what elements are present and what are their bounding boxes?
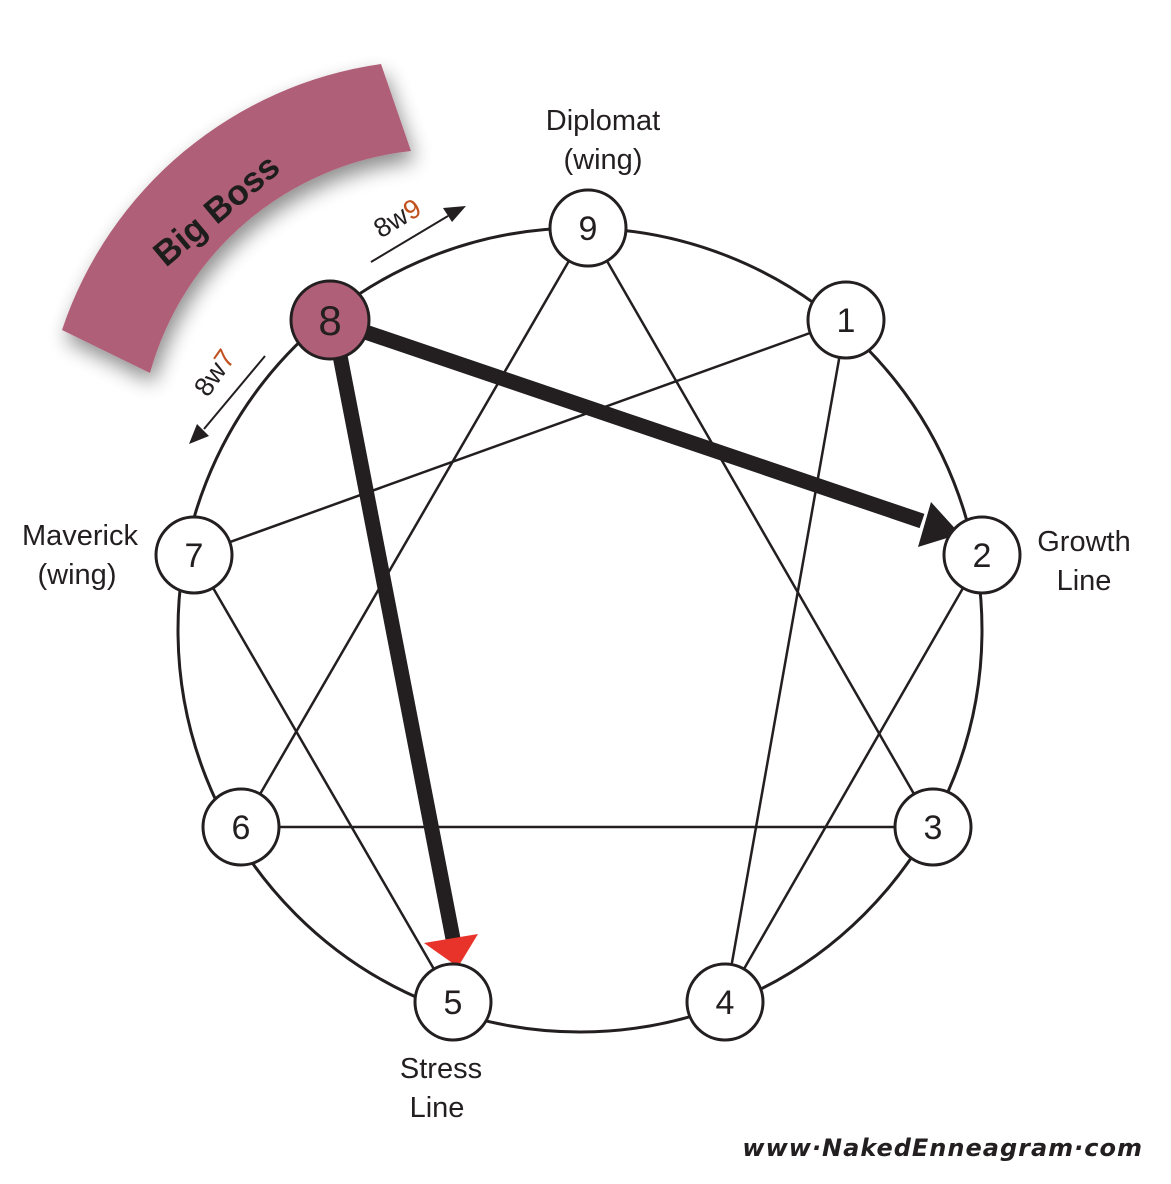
node-8: 8: [289, 279, 371, 361]
wing-arrow-9-head: [443, 206, 466, 222]
line-9-6: [239, 227, 590, 828]
diplomat-label-line1: Diplomat: [546, 105, 660, 137]
maverick-label-line1: Maverick: [22, 520, 139, 552]
wing-label-8w9: 8w9: [368, 193, 426, 244]
stress-label-line1: Stress: [400, 1053, 482, 1085]
node-2-circle: [942, 515, 1022, 595]
node-5-label: 5: [444, 984, 463, 1022]
growth-label-line2: Line: [1057, 565, 1112, 597]
node-8-label: 8: [318, 297, 341, 344]
big-boss-band-shape: [62, 64, 411, 373]
node-3: 3: [893, 787, 973, 867]
node-5-circle: [413, 962, 493, 1042]
wing-arrow-9: 8w9: [368, 193, 466, 263]
inner-lines: [192, 227, 984, 1003]
node-6-circle: [201, 787, 281, 867]
node-4: 4: [685, 962, 765, 1042]
node-4-circle: [685, 962, 765, 1042]
line-2-4: [723, 554, 984, 1003]
node-9-label: 9: [579, 210, 598, 248]
node-3-circle: [893, 787, 973, 867]
stress-arrow: [328, 333, 478, 967]
node-9: 9: [548, 188, 628, 268]
node-1-circle: [806, 280, 886, 360]
node-6: 6: [201, 787, 281, 867]
line-7-5: [192, 554, 455, 1003]
node-1-label: 1: [837, 302, 856, 340]
node-6-label: 6: [232, 809, 251, 847]
node-9-circle: [548, 188, 628, 268]
node-8-circle: [289, 279, 371, 361]
wing-arrow-7-shaft: [203, 355, 266, 430]
line-1-4: [723, 319, 848, 1003]
line-9-3: [586, 227, 935, 828]
line-1-7: [193, 318, 847, 557]
stress-arrow-shaft: [328, 333, 462, 946]
growth-label-line1: Growth: [1037, 526, 1130, 558]
node-2: 2: [942, 515, 1022, 595]
node-1: 1: [806, 280, 886, 360]
node-5: 5: [413, 962, 493, 1042]
node-7-label: 7: [185, 537, 204, 575]
node-7-circle: [154, 515, 234, 595]
node-2-label: 2: [973, 537, 992, 575]
wing-arrow-7-head: [189, 424, 209, 444]
node-4-label: 4: [716, 984, 735, 1022]
maverick-label-line2: (wing): [38, 559, 117, 591]
wing-arrow-9-shaft: [370, 215, 449, 263]
website-footer: www·NakedEnneagram·com: [742, 1134, 1143, 1162]
diplomat-label-line2: (wing): [564, 144, 643, 176]
node-7: 7: [154, 515, 234, 595]
node-3-label: 3: [924, 809, 943, 847]
stress-arrowhead: [424, 934, 478, 967]
stress-label-line2: Line: [410, 1092, 465, 1124]
growth-arrow-shaft: [327, 312, 925, 529]
